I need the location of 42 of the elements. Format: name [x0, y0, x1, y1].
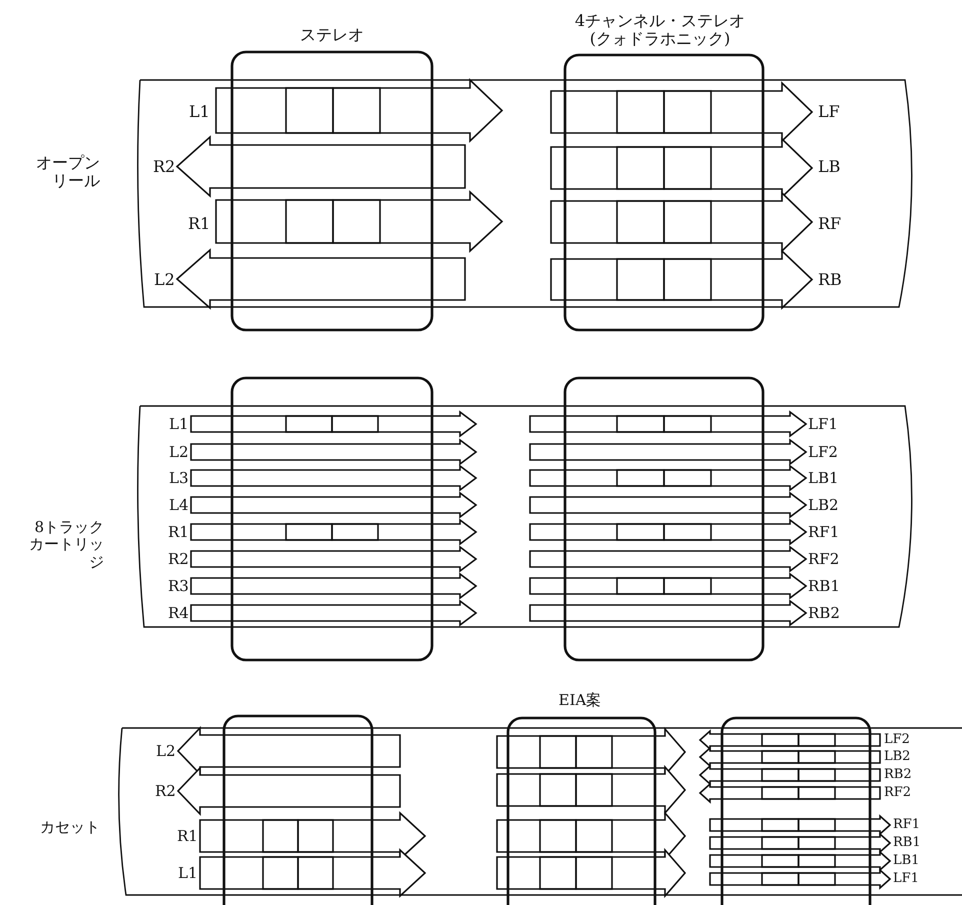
format-heading: ステレオ: [300, 26, 364, 44]
format-label: 8トラックカートリッジ: [28, 519, 104, 571]
channel-label: RF2: [884, 786, 912, 800]
channel-label: RF1: [893, 818, 920, 832]
track-label: R1: [168, 524, 189, 541]
channel-label: RF1: [808, 524, 840, 541]
track-label: R1: [177, 828, 198, 845]
channel-label: LB1: [893, 854, 920, 868]
channel-label: RB1: [808, 578, 840, 595]
channel-label: RF2: [808, 550, 840, 568]
track-label: L4: [169, 496, 189, 514]
channel-label: LF1: [808, 416, 838, 433]
channel-label: LF1: [893, 872, 919, 886]
track-label: L1: [169, 416, 189, 433]
track-label: R2: [153, 158, 176, 176]
format-heading: EIA案: [558, 692, 602, 709]
channel-label: RB2: [884, 768, 912, 782]
channel-label: LB2: [884, 750, 910, 764]
track-label: L3: [169, 470, 189, 487]
channel-label: LF2: [808, 444, 838, 461]
track-label: R2: [155, 782, 176, 800]
track-label: R2: [168, 550, 189, 568]
channel-label: LB: [818, 158, 840, 176]
channel-label: RF: [818, 215, 842, 234]
format-heading: 4チャンネル・ステレオ(クォドラホニック): [574, 12, 746, 48]
track-label: L2: [169, 444, 189, 461]
channel-label: RB1: [893, 836, 921, 850]
track-label: R3: [168, 578, 189, 595]
track-label: R1: [188, 215, 210, 234]
track-label: L1: [178, 864, 198, 882]
channel-label: LF: [818, 103, 840, 122]
track-label: L2: [156, 742, 176, 760]
channel-label: LB1: [808, 470, 839, 487]
track-label: L1: [189, 103, 210, 122]
channel-label: LF2: [884, 732, 910, 748]
track-label: L2: [154, 271, 175, 290]
channel-label: RB: [818, 271, 842, 290]
channel-label: RB2: [808, 604, 840, 622]
format-label: オープンリール: [35, 154, 100, 190]
track-label: R4: [168, 604, 189, 622]
format-label: カセット: [40, 818, 100, 836]
channel-label: LB2: [808, 496, 839, 514]
